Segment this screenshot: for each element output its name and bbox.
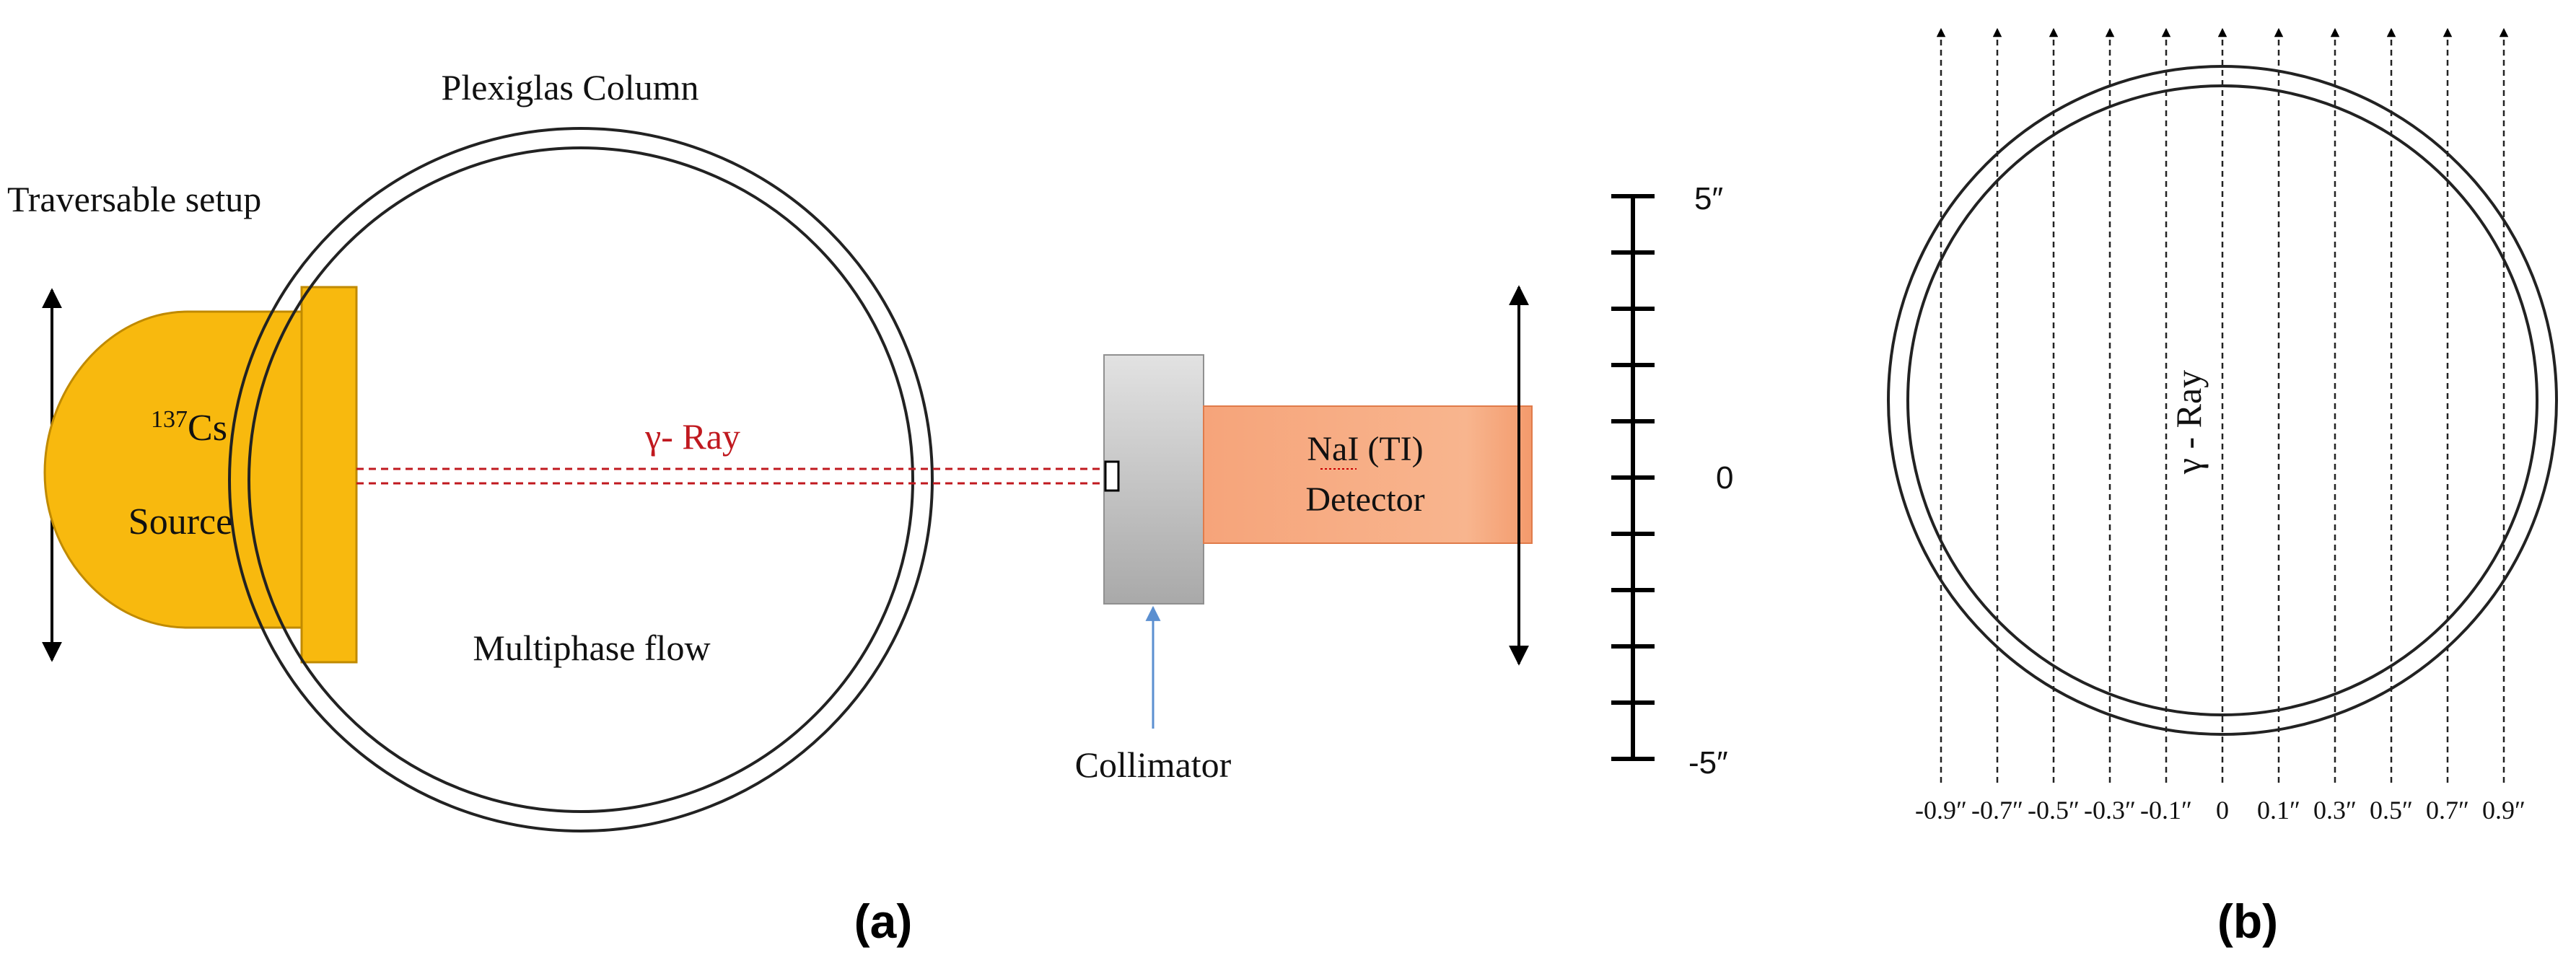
column-outer-wall <box>228 127 934 832</box>
plexiglas-column-title: Plexiglas Column <box>442 67 699 107</box>
scan-position-label: 0 <box>2216 796 2229 825</box>
detector-word-label: Detector <box>1305 480 1424 519</box>
gamma-ray-label: γ- Ray <box>644 416 740 457</box>
source-shield-plate <box>300 286 358 664</box>
nai-detector-body <box>1203 405 1533 544</box>
scan-position-label: 0.1″ <box>2257 796 2300 825</box>
scale-label-top: 5″ <box>1694 181 1723 216</box>
scan-position-label: 0.5″ <box>2370 796 2413 825</box>
scan-position-labels: -0.9″-0.7″-0.5″-0.3″-0.1″ 0 0.1″ 0.3″ 0.5″ 0.… <box>1915 796 2525 825</box>
detector-name-label: NaI (TI) <box>1307 430 1423 468</box>
source-housing <box>43 310 305 629</box>
scale-label-bottom: -5″ <box>1688 745 1728 781</box>
panel-b: -0.9″-0.7″-0.5″-0.3″-0.1″ 0 0.1″ 0.3″ 0.5″ 0.… <box>1887 27 2558 948</box>
scan-ray-lines <box>1936 27 2509 783</box>
scale-label-zero: 0 <box>1716 460 1733 496</box>
scan-position-label: -0.3″ <box>2084 796 2136 825</box>
collimator-label: Collimator <box>1075 744 1232 785</box>
source-word-label: Source <box>128 501 232 542</box>
multiphase-flow-label: Multiphase flow <box>473 628 710 668</box>
scan-position-label: -0.5″ <box>2028 796 2080 825</box>
column-inner-wall <box>247 146 914 813</box>
cross-section-outer-wall <box>1887 65 2558 736</box>
scan-position-label: 0.7″ <box>2426 796 2469 825</box>
traversable-setup-label: Traversable setup <box>7 179 261 219</box>
caption-b: (b) <box>2217 895 2278 948</box>
scan-position-label: 0.9″ <box>2482 796 2525 825</box>
gamma-ray-vertical-label: γ - Ray <box>2168 370 2209 475</box>
panel-a: Plexiglas Column Traversable setup 137Cs… <box>7 67 1733 948</box>
source-isotope-label: 137Cs <box>151 406 227 449</box>
collimator-block <box>1103 354 1204 605</box>
scan-position-label: 0.3″ <box>2313 796 2357 825</box>
traverse-scale-ticks <box>1611 194 1655 761</box>
scan-position-label: -0.9″ <box>1915 796 1967 825</box>
caption-a: (a) <box>854 895 913 948</box>
collimator-aperture <box>1104 460 1120 492</box>
scan-position-label: -0.1″ <box>2140 796 2192 825</box>
scan-position-label: -0.7″ <box>1971 796 2023 825</box>
